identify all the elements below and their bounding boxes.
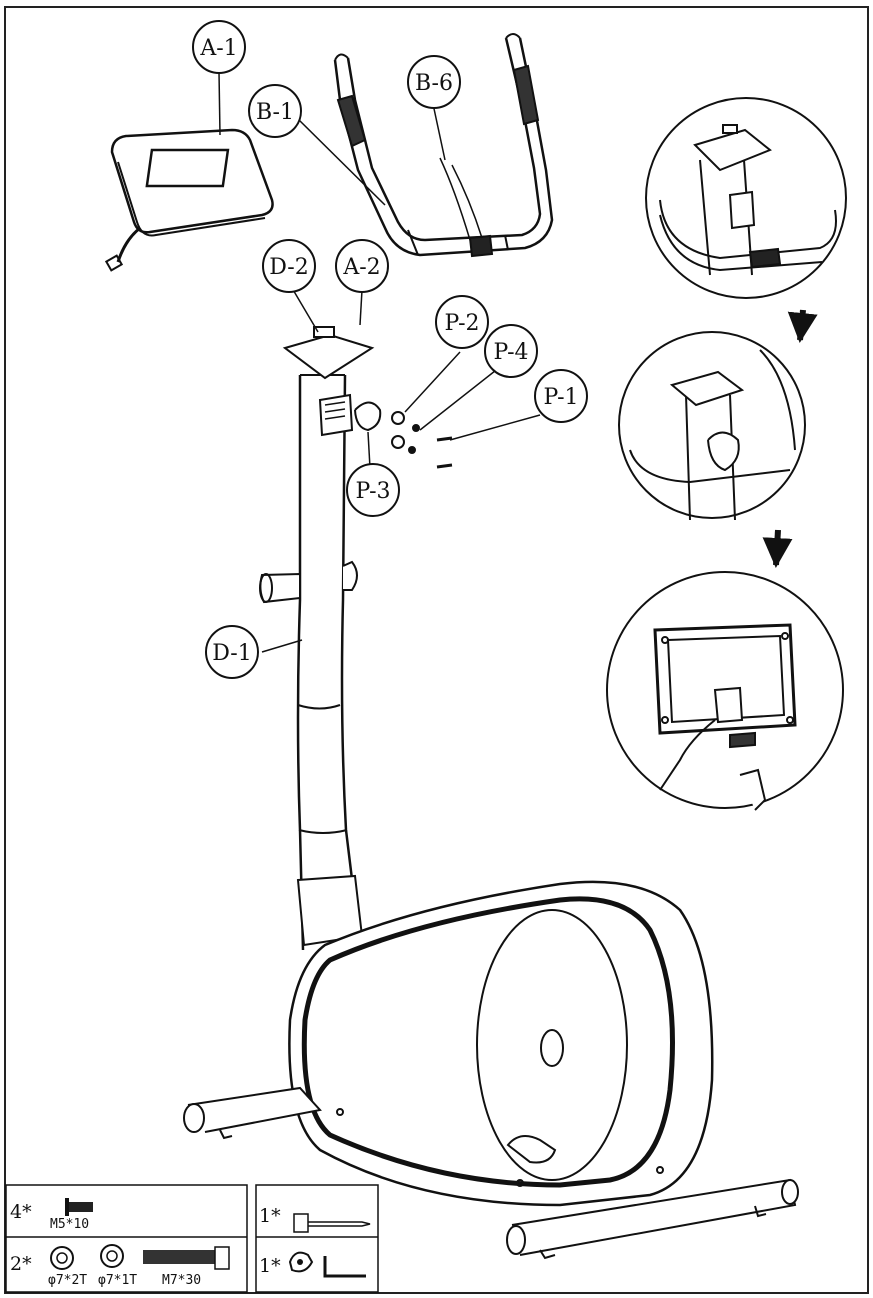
wrench-icon xyxy=(288,1251,314,1273)
hardware-row-2-qty: 2* xyxy=(10,1253,32,1275)
bolt-spec-m5: M5*10 xyxy=(50,1217,89,1232)
bolt-spec-m7: M7*30 xyxy=(162,1273,201,1288)
callout-p1: P-1 xyxy=(534,369,588,423)
hardware-row-1-qty: 4* xyxy=(10,1201,32,1223)
flywheel-housing xyxy=(288,880,714,1207)
svg-text:B-1: B-1 xyxy=(256,100,294,125)
callout-p2: P-2 xyxy=(435,295,489,349)
svg-text:B-6: B-6 xyxy=(415,71,453,96)
detail-view-2 xyxy=(618,331,806,521)
handlebar-b1 xyxy=(333,33,554,258)
hardware-box: 4* M5*10 2* φ7*2T φ7*1T M7*30 xyxy=(5,1184,248,1293)
console-a1 xyxy=(104,128,274,272)
rear-stabilizer xyxy=(506,1178,799,1260)
svg-text:A-2: A-2 xyxy=(342,255,380,280)
svg-text:D-2: D-2 xyxy=(269,255,308,280)
hardware-washers-bolts xyxy=(391,411,453,469)
washer-spec-2t: φ7*2T xyxy=(48,1273,87,1288)
svg-text:P-2: P-2 xyxy=(444,311,479,336)
front-stabilizer xyxy=(183,1086,322,1140)
hardware-row-1: 4* M5*10 xyxy=(10,1198,93,1232)
mounting-plate-d2 xyxy=(282,326,382,437)
screwdriver-icon xyxy=(293,1213,371,1233)
tools-row-1-qty: 1* xyxy=(259,1205,281,1227)
callout-d1: D-1 xyxy=(205,625,259,679)
callout-a2: A-2 xyxy=(335,239,389,293)
washer-thin-icon xyxy=(100,1244,124,1268)
upright-post-d1 xyxy=(259,374,364,951)
svg-text:P-3: P-3 xyxy=(355,479,390,504)
tools-row-2-qty: 1* xyxy=(259,1255,281,1277)
tools-box: 1* 1* xyxy=(255,1184,379,1293)
callout-b6: B-6 xyxy=(407,55,461,109)
detail-view-3 xyxy=(606,571,844,811)
callout-b1: B-1 xyxy=(248,84,302,138)
callout-a1: A-1 xyxy=(192,20,246,74)
step-arrow-1 xyxy=(787,309,818,343)
callout-p4: P-4 xyxy=(484,324,538,378)
callout-labels: A-1 B-1 B-6 D-2 A-2 P-2 P-4 P-1 P-3 D-1 xyxy=(192,20,588,679)
bolt-thread-icon xyxy=(69,1202,93,1212)
callout-d2: D-2 xyxy=(262,239,316,293)
detail-view-1 xyxy=(645,97,847,299)
step-arrow-2 xyxy=(762,529,793,568)
callout-p3: P-3 xyxy=(346,463,400,517)
bolt-m7-icon xyxy=(143,1250,215,1264)
washer-icon xyxy=(50,1246,74,1270)
svg-text:A-1: A-1 xyxy=(199,36,237,61)
svg-text:P-4: P-4 xyxy=(493,340,528,365)
svg-text:P-1: P-1 xyxy=(543,385,578,410)
hardware-row-2: 2* φ7*2T φ7*1T M7*30 xyxy=(10,1244,230,1288)
page-frame xyxy=(4,6,869,1294)
leader-lines xyxy=(218,71,541,653)
svg-text:D-1: D-1 xyxy=(212,641,251,666)
bolt-head-icon xyxy=(65,1198,69,1216)
allen-key-icon xyxy=(323,1256,366,1278)
washer-spec-1t: φ7*1T xyxy=(98,1273,137,1288)
